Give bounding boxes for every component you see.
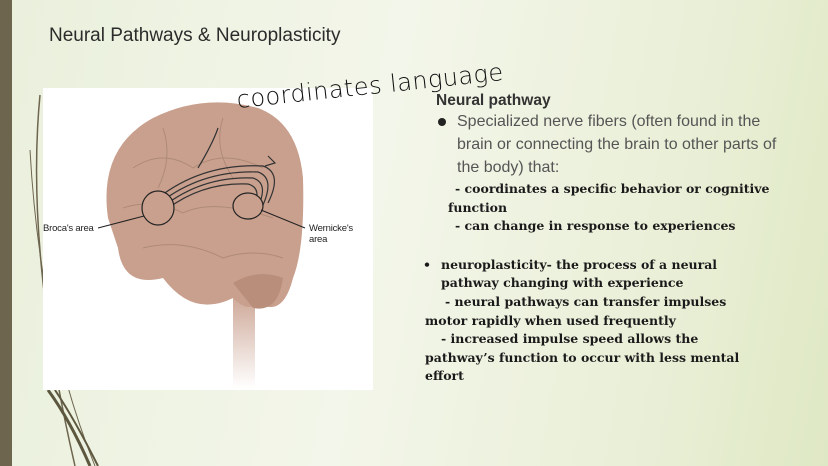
neuroplasticity-line: pathway’s function to occur with less me… xyxy=(425,350,740,365)
brain-illustration xyxy=(97,102,306,388)
neuroplasticity-line: - increased impulse speed allows the xyxy=(441,331,699,346)
bullet-icon xyxy=(438,118,446,126)
neural-pathway-heading: Neural pathway xyxy=(436,92,551,109)
slide-title: Neural Pathways & Neuroplasticity xyxy=(49,25,341,46)
neuroplasticity-line: effort xyxy=(425,368,464,383)
sub-line: - coordinates a specific behavior or cog… xyxy=(455,181,770,196)
brain-diagram: Broca's area Wernicke's area xyxy=(43,88,373,390)
bullet-line: brain or connecting the brain to other p… xyxy=(457,136,777,153)
wernickes-area-label: Wernicke's area xyxy=(309,223,353,245)
neuroplasticity-line: pathway changing with experience xyxy=(441,275,684,290)
brocas-area-label: Broca's area xyxy=(43,223,94,234)
bullet-line: Specialized nerve fibers (often found in… xyxy=(457,113,761,130)
bullet-line: the body) that: xyxy=(457,159,560,176)
sub-line: - can change in response to experiences xyxy=(455,218,736,233)
neuroplasticity-line: - neural pathways can transfer impulses xyxy=(445,294,727,309)
neuroplasticity-line: neuroplasticity- the process of a neural xyxy=(441,257,718,272)
sub-line: function xyxy=(448,200,508,215)
neuroplasticity-line: motor rapidly when used frequently xyxy=(425,313,676,328)
bullet2-marker: • xyxy=(423,257,431,272)
slide-sidebar-bar xyxy=(0,0,12,466)
